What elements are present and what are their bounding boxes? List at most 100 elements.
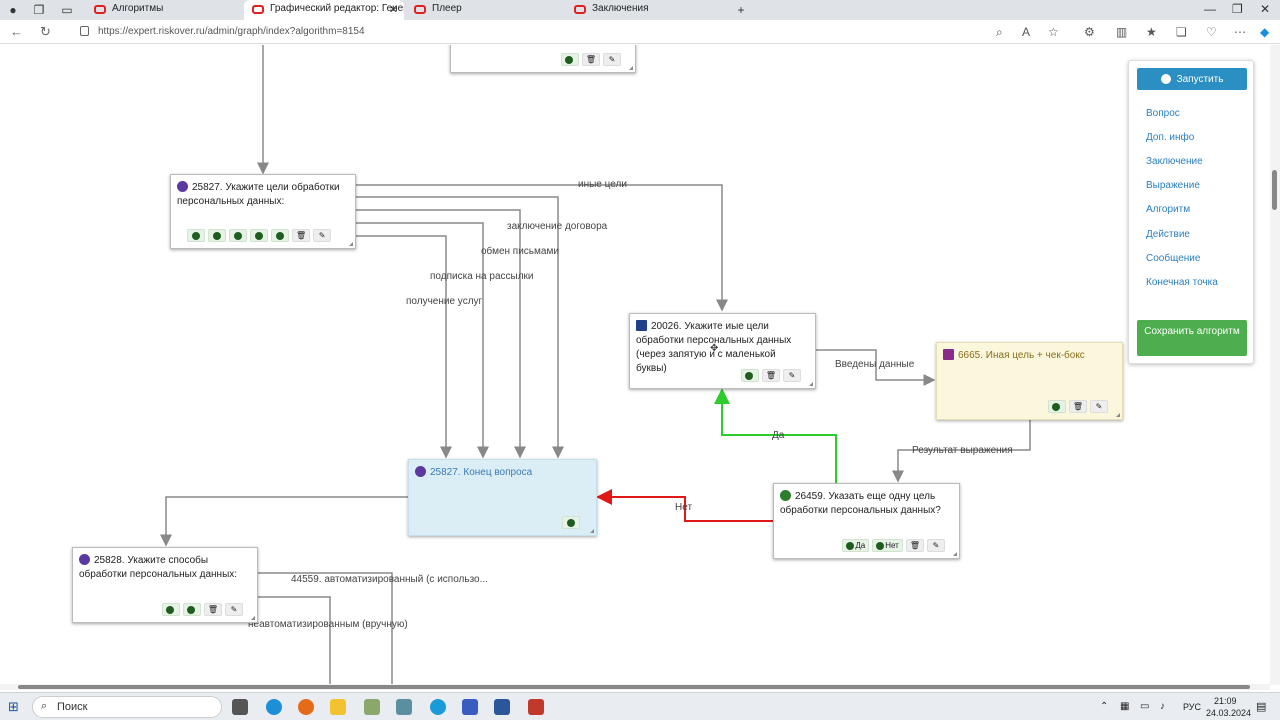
task-view-icon[interactable] bbox=[232, 699, 248, 715]
more-menu-icon[interactable]: ⋯ bbox=[1234, 25, 1246, 39]
close-tab-icon[interactable]: ✕ bbox=[388, 4, 398, 16]
network-icon[interactable]: ▦ bbox=[1120, 701, 1130, 712]
add-edge-button[interactable] bbox=[560, 53, 579, 66]
node-26459[interactable]: 26459. Указать еще одну цель обработки п… bbox=[773, 483, 960, 559]
refresh-icon[interactable]: ↻ bbox=[40, 24, 51, 39]
copilot-icon[interactable]: ◆ bbox=[1260, 25, 1270, 39]
resize-handle[interactable] bbox=[629, 66, 633, 70]
edit-button[interactable]: ✎ bbox=[603, 53, 621, 66]
delete-button[interactable]: 🗑 bbox=[203, 603, 222, 616]
profile-icon[interactable]: ● bbox=[9, 3, 17, 17]
browser-essentials-icon[interactable]: ♡ bbox=[1206, 25, 1217, 39]
resize-handle[interactable] bbox=[953, 552, 957, 556]
edit-button[interactable]: ✎ bbox=[927, 539, 945, 552]
graph-canvas[interactable]: иные цели заключение договора обмен пись… bbox=[0, 45, 1270, 685]
edge-browser-icon[interactable] bbox=[266, 699, 282, 715]
read-aloud-icon[interactable]: A bbox=[1022, 25, 1031, 39]
yes-edge-button[interactable]: Да bbox=[842, 539, 870, 552]
notifications-icon[interactable]: ▤ bbox=[1256, 701, 1267, 713]
firefox-icon[interactable] bbox=[298, 699, 314, 715]
delete-button[interactable]: 🗑 bbox=[905, 539, 924, 552]
node-6665[interactable]: 6665. Иная цель + чек-бокс 🗑 ✎ bbox=[936, 342, 1123, 420]
vertical-scroll-thumb[interactable] bbox=[1272, 170, 1277, 210]
edit-button[interactable]: ✎ bbox=[225, 603, 243, 616]
clock-time[interactable]: 21:09 bbox=[1214, 696, 1237, 706]
battery-icon[interactable]: ▭ bbox=[1140, 701, 1150, 712]
language-indicator[interactable]: РУС bbox=[1183, 702, 1202, 712]
node-top-partial[interactable]: 🗑 ✎ bbox=[450, 45, 636, 73]
favorites-icon[interactable]: ★ bbox=[1146, 25, 1157, 39]
taskbar-search-input[interactable]: ⌕ Поиск bbox=[32, 696, 222, 718]
add-expression-link[interactable]: Выражение bbox=[1146, 180, 1200, 191]
add-algorithm-link[interactable]: Алгоритм bbox=[1146, 204, 1191, 215]
clock-date[interactable]: 24.03.2024 bbox=[1206, 708, 1252, 718]
node-title: 6665. Иная цель + чек-бокс bbox=[943, 349, 1116, 363]
delete-button[interactable]: 🗑 bbox=[1068, 400, 1087, 413]
new-tab-icon[interactable]: + bbox=[737, 3, 745, 17]
minimize-icon[interactable]: — bbox=[1204, 2, 1216, 16]
add-edge-button[interactable] bbox=[161, 603, 180, 616]
node-25828[interactable]: 25828. Укажите способы обработки персона… bbox=[72, 547, 258, 623]
no-edge-button[interactable]: Нет bbox=[872, 539, 903, 552]
zoom-icon[interactable]: ⌕ bbox=[996, 25, 1003, 39]
add-message-link[interactable]: Сообщение bbox=[1146, 253, 1201, 264]
vertical-scrollbar[interactable] bbox=[1270, 45, 1280, 685]
add-edge-button[interactable] bbox=[187, 229, 205, 242]
split-screen-icon[interactable]: ▥ bbox=[1116, 25, 1128, 39]
add-edge-button[interactable] bbox=[562, 516, 580, 529]
resize-handle[interactable] bbox=[590, 529, 594, 533]
horizontal-scroll-thumb[interactable] bbox=[18, 685, 1250, 689]
windows-start-icon[interactable]: ⊞ bbox=[8, 699, 19, 714]
app-icon[interactable] bbox=[396, 699, 412, 715]
horizontal-scrollbar[interactable] bbox=[0, 684, 1270, 690]
edit-button[interactable]: ✎ bbox=[1090, 400, 1108, 413]
resize-handle[interactable] bbox=[251, 616, 255, 620]
skype-icon[interactable] bbox=[430, 699, 446, 715]
resize-handle[interactable] bbox=[349, 242, 353, 246]
tray-expand-icon[interactable]: ⌃ bbox=[1100, 701, 1109, 712]
app-icon[interactable] bbox=[364, 699, 380, 715]
add-edge-button[interactable] bbox=[271, 229, 289, 242]
add-edge-button[interactable] bbox=[250, 229, 268, 242]
add-edge-button[interactable] bbox=[182, 603, 201, 616]
add-endpoint-link[interactable]: Конечная точка bbox=[1146, 277, 1218, 288]
tab-player[interactable]: Плеер bbox=[406, 0, 562, 20]
add-edge-button[interactable] bbox=[740, 369, 759, 382]
file-explorer-icon[interactable] bbox=[330, 699, 346, 715]
add-question-link[interactable]: Вопрос bbox=[1146, 108, 1180, 119]
telegram-icon[interactable] bbox=[462, 699, 478, 715]
word-icon[interactable] bbox=[494, 699, 510, 715]
add-edge-button[interactable] bbox=[208, 229, 226, 242]
collections-icon[interactable]: ❏ bbox=[1176, 25, 1187, 39]
save-algorithm-button[interactable]: Сохранить алгоритм bbox=[1137, 320, 1247, 356]
run-button[interactable]: Запустить bbox=[1137, 68, 1247, 90]
tab-algorithms[interactable]: Алгоритмы bbox=[86, 0, 242, 20]
close-window-icon[interactable]: ✕ bbox=[1260, 2, 1271, 16]
node-25827-end[interactable]: 25827. Конец вопроса bbox=[408, 459, 597, 536]
resize-handle[interactable] bbox=[809, 382, 813, 386]
volume-icon[interactable]: ♪ bbox=[1160, 701, 1165, 712]
add-action-link[interactable]: Действие bbox=[1146, 229, 1190, 240]
add-conclusion-link[interactable]: Заключение bbox=[1146, 156, 1203, 167]
add-edge-button[interactable] bbox=[229, 229, 247, 242]
maximize-icon[interactable]: ❐ bbox=[1232, 2, 1243, 16]
delete-button[interactable]: 🗑 bbox=[761, 369, 780, 382]
add-edge-button[interactable] bbox=[1047, 400, 1066, 413]
back-icon[interactable]: ← bbox=[10, 24, 23, 39]
app-icon[interactable] bbox=[528, 699, 544, 715]
node-20026[interactable]: 20026. Укажите иые цели обработки персон… bbox=[629, 313, 816, 389]
add-extra-info-link[interactable]: Доп. инфо bbox=[1146, 132, 1195, 143]
node-25827[interactable]: 25827. Укажите цели обработки персональн… bbox=[170, 174, 356, 249]
delete-button[interactable]: 🗑 bbox=[581, 53, 600, 66]
workspaces-icon[interactable]: ❐ bbox=[33, 3, 45, 17]
favorite-star-icon[interactable]: ☆ bbox=[1048, 25, 1059, 39]
tab-graph-editor[interactable]: Графический редактор: Генера ✕ bbox=[244, 0, 404, 20]
tab-actions-icon[interactable]: ▭ bbox=[61, 3, 73, 17]
extensions-icon[interactable]: ⚙ bbox=[1084, 25, 1095, 39]
tab-conclusions[interactable]: Заключения bbox=[566, 0, 722, 20]
edit-button[interactable]: ✎ bbox=[313, 229, 332, 242]
edit-button[interactable]: ✎ bbox=[783, 369, 801, 382]
resize-handle[interactable] bbox=[1116, 413, 1120, 417]
delete-button[interactable]: 🗑 bbox=[292, 229, 311, 242]
url-field[interactable]: https://expert.riskover.ru/admin/graph/i… bbox=[76, 22, 1076, 42]
